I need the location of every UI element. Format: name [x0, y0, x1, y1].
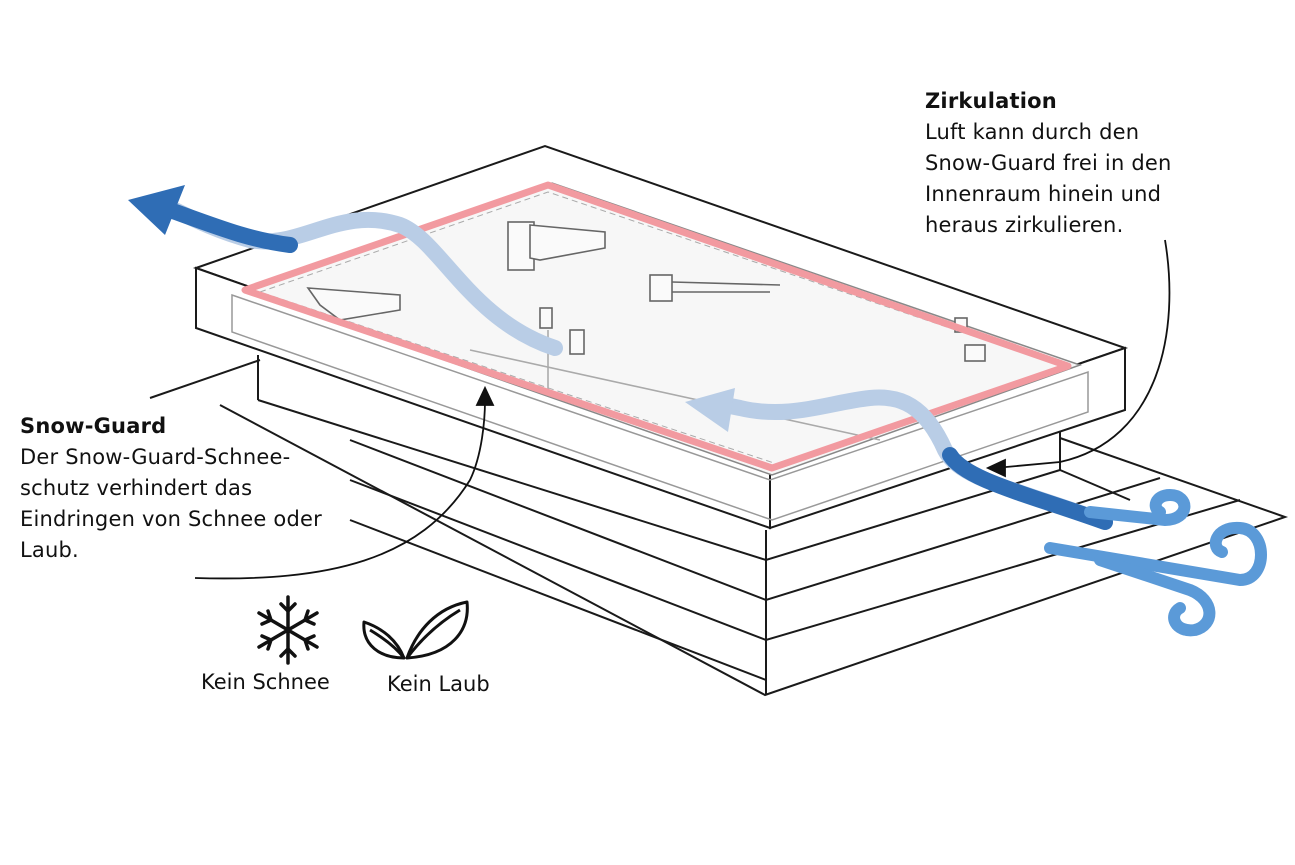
snow-guard-title: Snow-Guard	[20, 414, 167, 438]
snowflake-icon	[257, 595, 319, 665]
zirkulation-annotation: Zirkulation Luft kann durch den Snow-Gua…	[925, 86, 1172, 241]
snow-guard-annotation: Snow-Guard Der Snow-Guard-Schnee- schutz…	[20, 411, 322, 566]
inner-mechanics	[306, 221, 986, 441]
zirkulation-title: Zirkulation	[925, 89, 1057, 113]
snow-guard-seal	[241, 181, 1072, 472]
leader-lines	[194, 239, 1171, 580]
snow-guard-line-1: Der Snow-Guard-Schnee-	[20, 445, 291, 469]
zirkulation-line-1: Luft kann durch den	[925, 120, 1140, 144]
roof-base	[149, 355, 1289, 697]
snow-guard-line-4: Laub.	[20, 538, 79, 562]
zirkulation-line-2: Snow-Guard frei in den	[925, 151, 1172, 175]
snow-guard-line-2: schutz verhindert das	[20, 476, 253, 500]
leaf-icon	[362, 600, 469, 660]
kein-schnee-caption: Kein Schnee	[201, 670, 330, 694]
snow-guard-line-3: Eindringen von Schnee oder	[20, 507, 322, 531]
kein-laub-caption: Kein Laub	[387, 672, 490, 696]
wind-gust-icon	[1044, 488, 1267, 637]
airflow-arrows	[128, 185, 1113, 530]
zirkulation-line-3: Innenraum hinein und	[925, 182, 1162, 206]
zirkulation-line-4: heraus zirkulieren.	[925, 213, 1124, 237]
